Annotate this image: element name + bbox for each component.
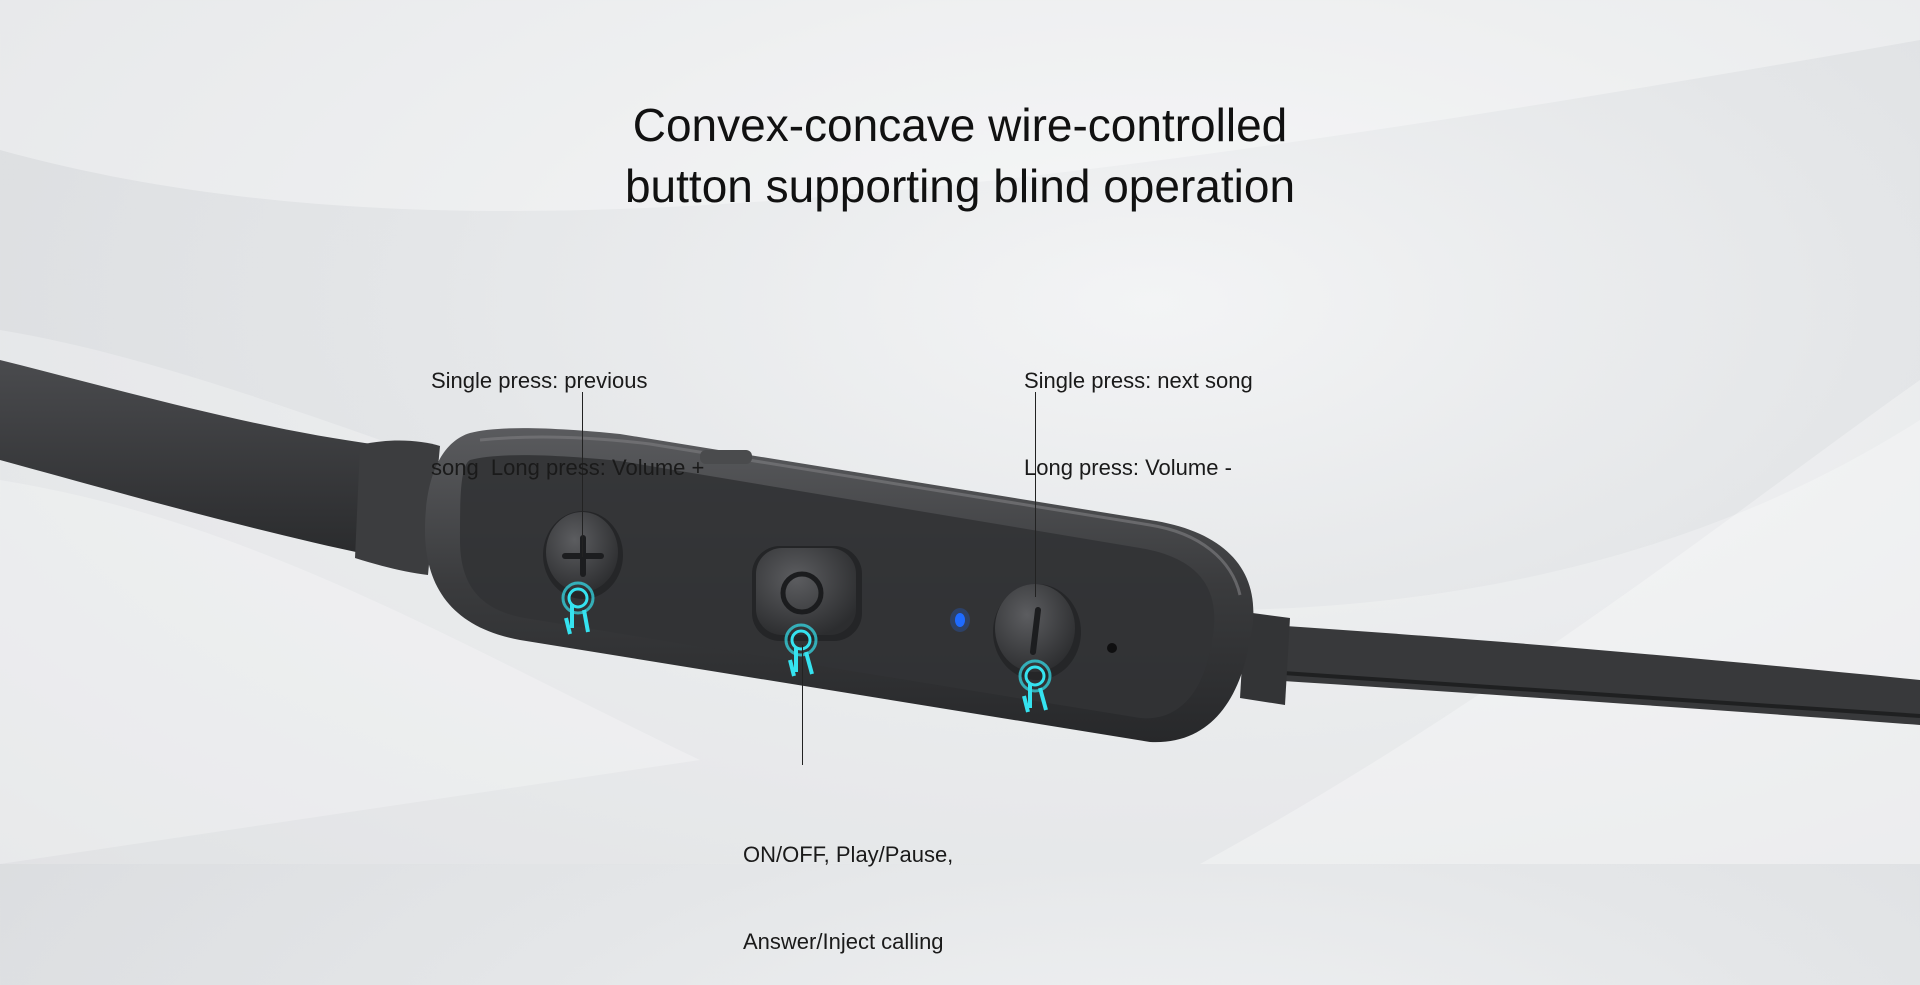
volume-up-button[interactable]: [543, 511, 623, 599]
touch-indicator-plus-icon: [561, 581, 595, 635]
headline-line-2: button supporting blind operation: [624, 160, 1296, 212]
left-collar: [355, 440, 440, 575]
plus-icon: [562, 535, 604, 577]
callout-play-pause-line-2: Answer/Inject calling: [743, 929, 944, 954]
leader-line-plus: [582, 392, 583, 557]
touch-indicator-center-icon: [784, 623, 818, 677]
right-flat-cable: [1268, 625, 1920, 725]
callout-play-pause-line-1: ON/OFF, Play/Pause,: [743, 842, 954, 867]
callout-volume-down: Single press: next song Long press: Volu…: [1024, 308, 1253, 511]
side-button: [700, 450, 752, 464]
callout-volume-up-line-2: song Long press: Volume +: [431, 455, 705, 480]
leader-line-center: [802, 645, 803, 765]
callout-volume-up-line-1: Single press: previous: [431, 368, 648, 393]
minus-icon: [1030, 607, 1041, 655]
play-pause-button[interactable]: [752, 546, 862, 641]
status-led: [955, 613, 965, 627]
callout-volume-down-line-1: Single press: next song: [1024, 368, 1253, 393]
callout-play-pause: ON/OFF, Play/Pause, Answer/Inject callin…: [743, 782, 953, 985]
headline: Convex-concave wire-controlled button su…: [560, 95, 1360, 217]
left-cable: [0, 360, 380, 555]
microphone-hole: [1107, 643, 1117, 653]
volume-down-button[interactable]: [993, 584, 1081, 680]
callout-volume-down-line-2: Long press: Volume -: [1024, 455, 1232, 480]
touch-indicator-minus-icon: [1018, 659, 1052, 713]
right-collar: [1240, 612, 1290, 705]
callout-volume-up: Single press: previous song Long press: …: [431, 308, 704, 511]
leader-line-minus: [1035, 392, 1036, 597]
power-ring-icon: [780, 571, 824, 615]
remote-control-illustration: [0, 360, 1920, 743]
headline-line-1: Convex-concave wire-controlled: [632, 99, 1288, 151]
